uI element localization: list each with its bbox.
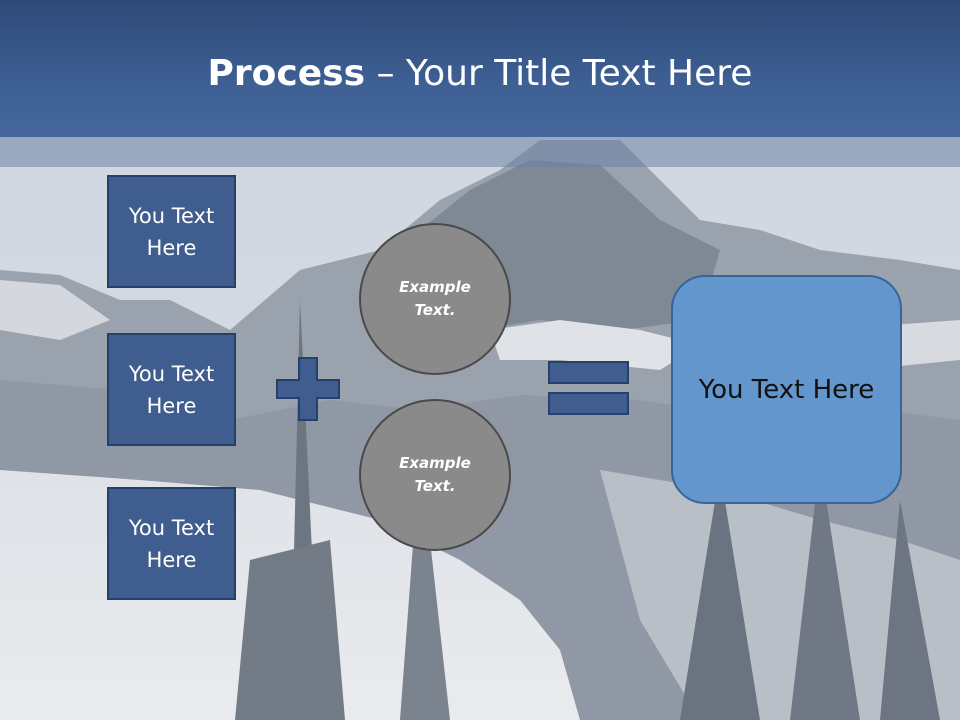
input-box-label: You Text Here — [128, 203, 215, 260]
result-label: You Text Here — [698, 374, 875, 405]
circle-label: Example Text. — [399, 278, 471, 319]
title-band — [0, 137, 960, 167]
title-rest: – Your Title Text Here — [365, 53, 753, 94]
equals-icon — [548, 361, 629, 415]
title-bar — [0, 0, 960, 137]
slide-title: Process – Your Title Text Here — [0, 52, 960, 96]
input-box-label: You Text Here — [128, 515, 215, 572]
circle-label: Example Text. — [399, 454, 471, 495]
title-bold: Process — [207, 53, 366, 94]
result-box: You Text Here — [671, 275, 902, 504]
plus-icon — [276, 357, 340, 421]
example-circle-1: Example Text. — [359, 223, 511, 375]
input-box-3: You Text Here — [107, 487, 236, 600]
input-box-1: You Text Here — [107, 175, 236, 288]
input-box-2: You Text Here — [107, 333, 236, 446]
input-box-label: You Text Here — [128, 361, 215, 418]
example-circle-2: Example Text. — [359, 399, 511, 551]
